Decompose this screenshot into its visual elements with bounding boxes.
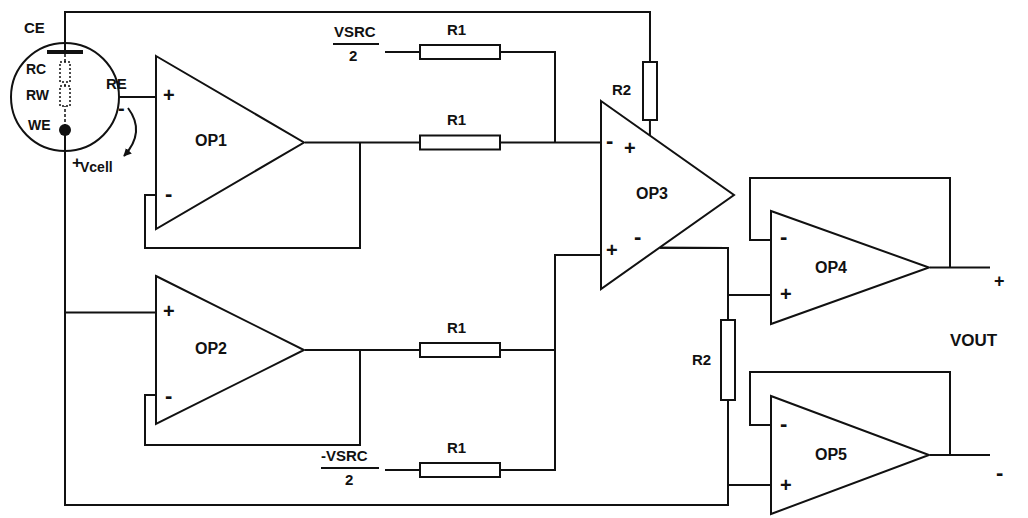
opamp-name: OP1 [195,133,227,149]
pin-sign: - [165,385,172,407]
electrode-label: RW [26,88,49,102]
opamp-triangle: - OP5 + [770,395,930,515]
pin-sign: + [780,284,792,304]
pin-sign: + [163,301,175,321]
part-name: R1 [447,112,466,127]
working-electrode [59,124,71,136]
pin-sign: + [780,475,792,495]
opamp-triangle: -+OP3+- [600,100,735,290]
opamp-outline [156,56,304,229]
part-name: R2 [692,352,711,367]
electrode-label: RC [26,62,46,76]
part-name: RE [106,76,127,91]
polarity-sign: + [994,272,1005,290]
counter-electrode [47,50,83,54]
resistor-symbol [420,45,500,59]
opamp-name: OP4 [815,260,847,276]
polarity-sign: - [118,98,125,118]
opamp-triangle: - OP4 + [770,210,930,325]
pin-sign: - [634,226,641,248]
resistor-symbol [420,343,500,357]
wire [660,248,770,295]
pin-sign: + [624,138,636,158]
cell-outline [11,43,119,151]
pin-sign: - [165,183,172,205]
source-wire [385,350,555,470]
pin-sign: - [780,413,787,435]
polarity-sign: 2 [345,472,353,487]
electrode-label: CE [24,20,45,35]
opamp-triangle: + OP1 - [155,55,305,230]
pin-sign: - [606,130,613,152]
node-outline [155,275,305,425]
voltage-arrow [124,108,136,156]
wire [65,12,650,135]
signal-name: VSRC [334,24,376,39]
opamp-outline [771,396,929,514]
opamp-name: OP2 [195,341,227,357]
part-name: R1 [447,22,466,37]
resistor-symbol [420,463,500,477]
resistor-symbol [721,320,735,400]
electrochemical-cell: CERCRWWE [10,42,120,152]
part-name: R1 [447,320,466,335]
opamp-name: OP3 [636,186,668,202]
signal-name: Vcell [80,160,113,174]
opamp-outline [156,276,304,424]
node-outline [770,395,930,515]
wire [65,152,155,313]
wire [660,248,770,485]
fraction-bar [333,43,379,45]
opamp-name: OP5 [815,447,847,463]
part-name: R1 [447,440,466,455]
resistance-symbol [60,62,70,82]
wire [305,255,600,350]
pin-sign: - [780,226,787,248]
signal-name: -VSRC [321,448,368,463]
opamp-outline [771,211,929,324]
opamp-outline [601,101,734,289]
fraction-bar [321,467,379,469]
resistor-symbol [643,62,657,120]
part-name: R2 [612,82,631,97]
polarity-sign: 2 [349,48,357,63]
polarity-sign: - [996,462,1003,484]
node-outline [155,55,305,230]
pin-sign: + [606,240,618,260]
resistor-symbol [420,136,500,150]
pin-sign: + [163,85,175,105]
node-outline [770,210,930,325]
source-wire [385,52,555,143]
signal-name: VOUT [950,332,997,349]
output-wire [930,454,990,456]
output-wire [930,267,990,269]
opamp-triangle: + OP2 - [155,275,305,425]
electrode-label: WE [28,118,51,132]
resistance-symbol [60,86,70,106]
